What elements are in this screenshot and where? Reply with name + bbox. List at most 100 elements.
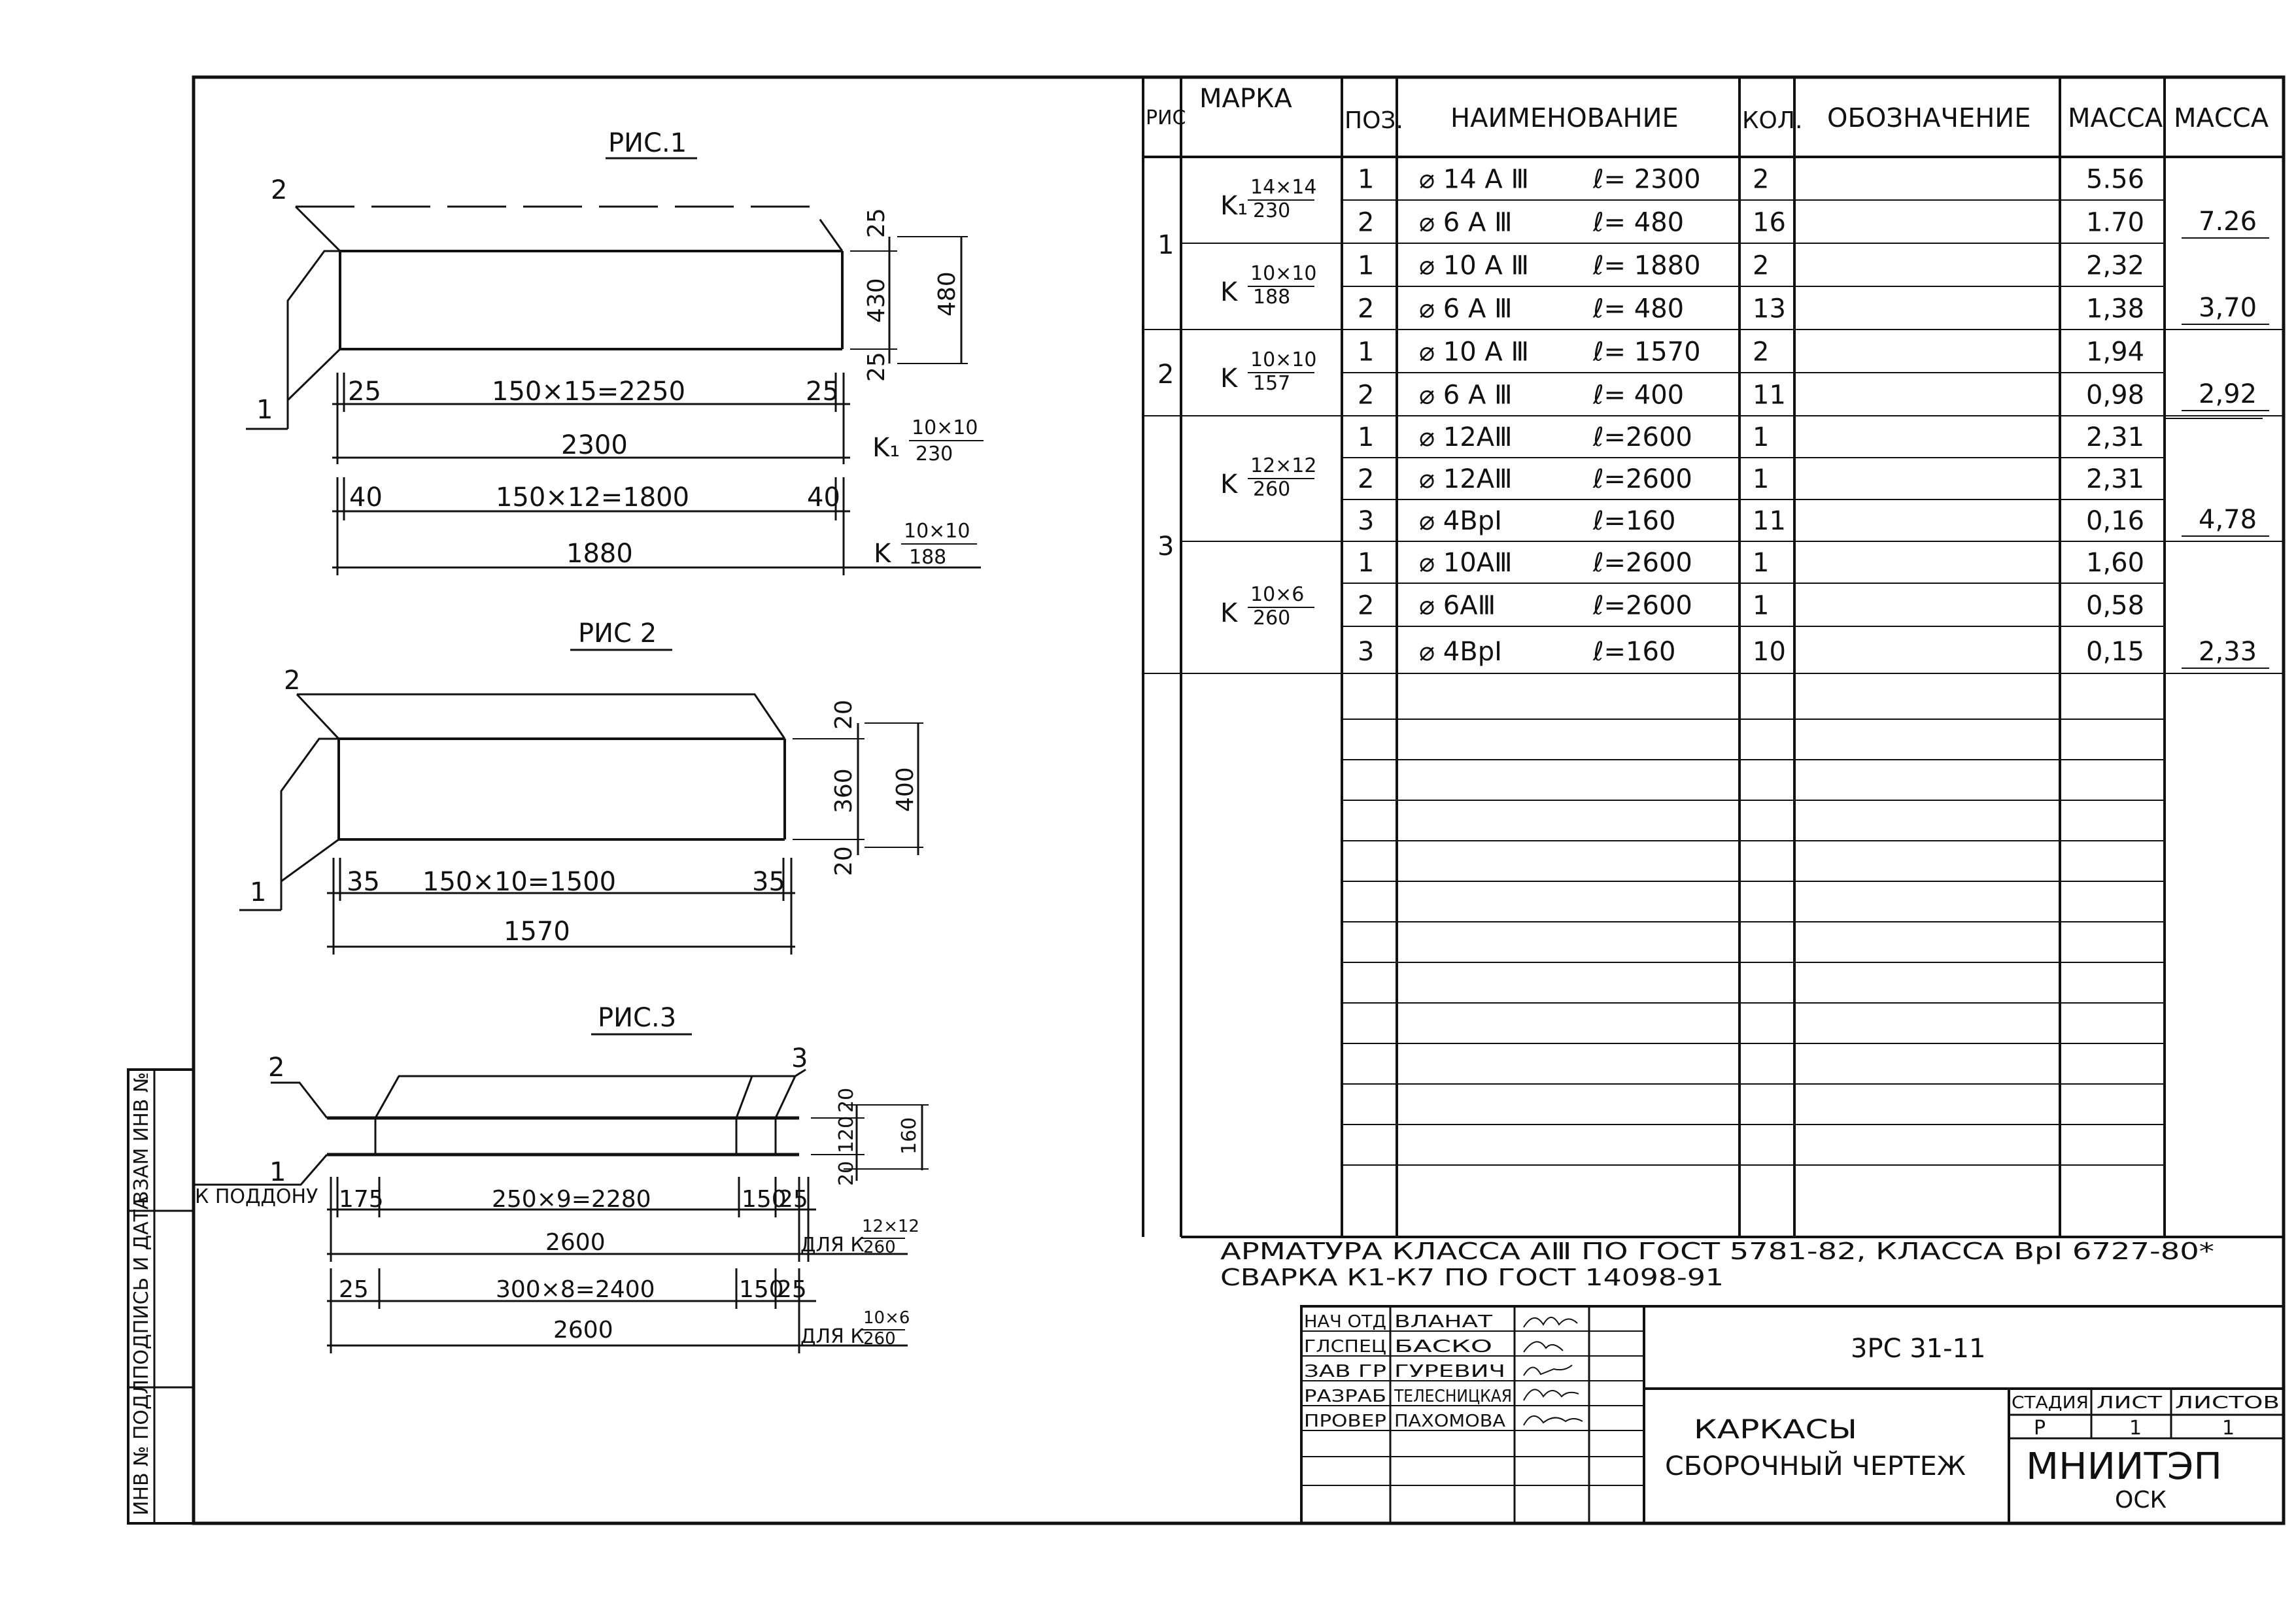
spec-qty: 13 <box>1753 294 1786 324</box>
spec-length: ℓ=2600 <box>1592 464 1692 494</box>
fig3-b-total: 2600 <box>553 1317 613 1344</box>
role-label: ЗАВ ГР <box>1304 1362 1386 1381</box>
spec-qty: 1 <box>1753 548 1769 578</box>
spec-qty: 1 <box>1753 464 1769 494</box>
fig2-dim-mid: 360 <box>831 768 857 813</box>
spec-qty: 1 <box>1753 591 1769 621</box>
spec-mass: 1,38 <box>2086 294 2144 324</box>
fig1-b-mark-den: 188 <box>909 546 946 569</box>
org-sub: ОСК <box>2115 1487 2167 1514</box>
spec-pos: 3 <box>1358 506 1374 536</box>
spec-table: РИС МАРКА ПОЗ. НАИМЕНОВАНИЕ КОЛ. ОБОЗНАЧ… <box>1142 77 2284 1238</box>
spec-mark-den: 260 <box>1253 607 1290 630</box>
note-line-2: СВАРКА К1-К7 ПО ГОСТ 14098-91 <box>1220 1264 1724 1291</box>
fig3-a-mark-den: 260 <box>863 1238 896 1257</box>
fig1-dim-top: 25 <box>863 208 890 238</box>
stage-label: СТАДИЯ <box>2012 1393 2089 1413</box>
title-line-2: СБОРОЧНЫЙ ЧЕРТЕЖ <box>1665 1450 1966 1481</box>
spec-header-pos: ПОЗ. <box>1345 107 1403 134</box>
role-name: ГУРЕВИЧ <box>1394 1362 1505 1381</box>
fig2-mid: 150×10=1500 <box>422 867 616 897</box>
spec-qty: 2 <box>1753 337 1769 367</box>
spec-header-qty: КОЛ. <box>1742 107 1802 134</box>
fig1-dim-bottom: 25 <box>863 352 890 382</box>
fig1-b-left: 40 <box>349 482 383 513</box>
sheet-value: 1 <box>2129 1417 2142 1440</box>
spec-length: ℓ=160 <box>1592 637 1675 667</box>
notes: АРМАТУРА КЛАССА АⅢ ПО ГОСТ 5781-82, КЛАС… <box>1220 1238 2214 1291</box>
spec-pos: 1 <box>1358 337 1374 367</box>
spec-mark-den: 157 <box>1253 372 1290 395</box>
spec-mark-den: 230 <box>1253 199 1290 222</box>
spec-name: ⌀ 4ВрⅠ <box>1419 637 1502 667</box>
spec-fig-number: 2 <box>1157 360 1174 390</box>
fig1-title: РИС.1 <box>608 128 687 158</box>
fig1-a-mark-num: 10×10 <box>912 416 978 439</box>
spec-mass: 0,16 <box>2086 506 2144 536</box>
spec-header-mass1: МАССА <box>2068 103 2163 133</box>
spec-length: ℓ= 1880 <box>1592 251 1701 281</box>
spec-qty: 1 <box>1753 422 1769 452</box>
spec-pos: 1 <box>1358 251 1374 281</box>
spec-qty: 10 <box>1753 637 1786 667</box>
fig1-b-total: 1880 <box>566 539 633 569</box>
spec-mark-num: 10×10 <box>1250 348 1316 371</box>
fig3-b-mark-den: 260 <box>863 1329 896 1349</box>
spec-mark: K <box>1220 598 1239 628</box>
spec-qty: 16 <box>1753 208 1786 238</box>
spec-length: ℓ= 400 <box>1592 381 1684 411</box>
spec-mass: 0,15 <box>2086 637 2144 667</box>
spec-mark-den: 260 <box>1253 478 1290 501</box>
spec-mark: K <box>1220 469 1239 499</box>
spec-name: ⌀ 4ВрⅠ <box>1419 506 1502 536</box>
spec-pos: 2 <box>1358 464 1374 494</box>
spec-fig-number: 1 <box>1157 230 1174 260</box>
fig2-dim-overall: 400 <box>892 767 919 812</box>
spec-mark-den: 188 <box>1253 286 1290 309</box>
spec-fig-number: 3 <box>1157 532 1174 562</box>
fig1-dim-overall: 480 <box>934 271 961 316</box>
spec-total-mass: 2,92 <box>2199 379 2257 409</box>
spec-pos: 2 <box>1358 294 1374 324</box>
fig3-b-mark-num: 10×6 <box>863 1308 910 1328</box>
spec-header-name: НАИМЕНОВАНИЕ <box>1450 103 1679 133</box>
fig3-a-for: ДЛЯ К <box>800 1234 865 1257</box>
title-block: НАЧ ОТД ВЛАНАТ ГЛСПЕЦ БАСКО ЗАВ ГР ГУРЕВ… <box>1300 1305 2285 1525</box>
fig3-pos-1: 1 <box>269 1157 286 1187</box>
fig3-b-c2: 25 <box>777 1276 807 1303</box>
spec-name: ⌀ 14 А Ⅲ <box>1419 165 1529 195</box>
sheet-label: ЛИСТ <box>2097 1393 2162 1413</box>
fig3-b-mid: 300×8=2400 <box>496 1276 655 1303</box>
spec-header-designation: ОБОЗНАЧЕНИЕ <box>1827 103 2030 133</box>
role-name: ВЛАНАТ <box>1394 1312 1492 1332</box>
fig3-pos-2: 2 <box>268 1053 284 1083</box>
spec-name: ⌀ 12АⅢ <box>1419 422 1513 452</box>
spec-name: ⌀ 10 А Ⅲ <box>1419 337 1529 367</box>
figure-3: РИС.3 1 2 3 К ПОДДОНУ 20 120 20 160 <box>194 1003 929 1353</box>
spec-header-mark: МАРКА <box>1199 84 1292 114</box>
spec-pos: 3 <box>1358 637 1374 667</box>
spec-total-mass: 4,78 <box>2199 505 2257 535</box>
spec-name: ⌀ 10 А Ⅲ <box>1419 251 1529 281</box>
spec-length: ℓ= 2300 <box>1592 165 1701 195</box>
sheets-label: ЛИСТОВ <box>2175 1393 2280 1413</box>
fig1-b-mark-num: 10×10 <box>904 520 970 543</box>
fig3-a-left: 175 <box>339 1186 384 1213</box>
stage-value: Р <box>2034 1417 2046 1440</box>
spec-mark-num: 10×10 <box>1250 262 1316 285</box>
spec-mark-num: 12×12 <box>1250 454 1316 477</box>
fig2-title: РИС 2 <box>578 618 657 649</box>
spec-total-mass: 3,70 <box>2199 293 2257 323</box>
note-line-1: АРМАТУРА КЛАССА АⅢ ПО ГОСТ 5781-82, КЛАС… <box>1220 1238 2214 1265</box>
spec-total-mass: 7.26 <box>2199 207 2257 237</box>
fig1-a-mid: 150×15=2250 <box>492 377 685 407</box>
spec-pos: 2 <box>1358 591 1374 621</box>
fig3-b-c1: 150 <box>739 1276 784 1303</box>
fig3-dim-top: 20 <box>835 1088 858 1113</box>
fig3-b-left: 25 <box>339 1276 369 1303</box>
spec-mass: 1,94 <box>2086 337 2144 367</box>
spec-mass: 5.56 <box>2086 165 2144 195</box>
spec-mass: 2,31 <box>2086 464 2144 494</box>
spec-pos: 2 <box>1358 381 1374 411</box>
fig2-left: 35 <box>347 867 380 897</box>
